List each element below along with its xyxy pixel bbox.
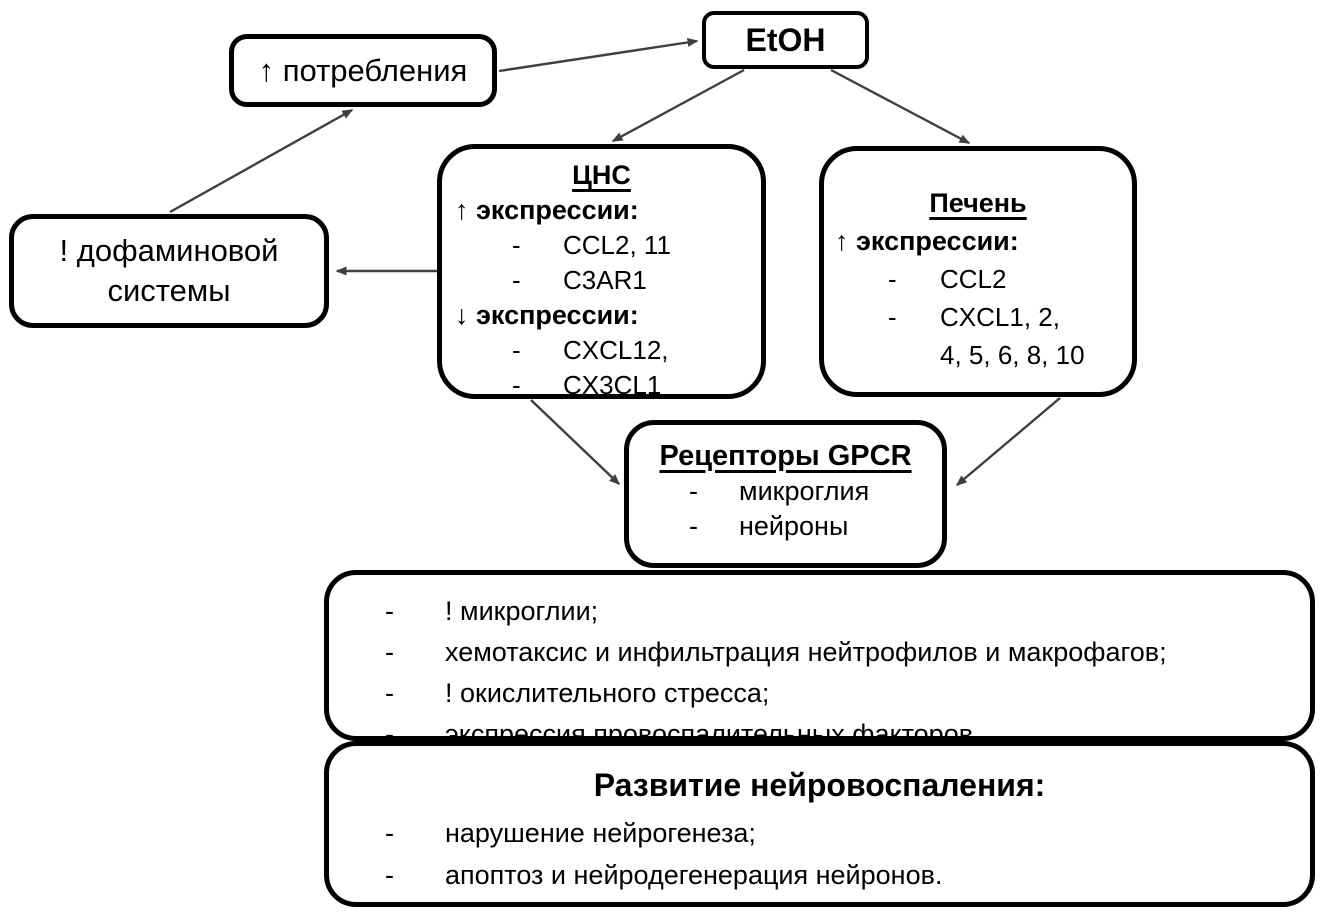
bullet-dash: - xyxy=(512,230,521,260)
cns-down-item-2: CX3CL1 xyxy=(563,370,662,400)
cns-up-expression-header: ↑ экспрессии: xyxy=(455,195,639,225)
arrow-cns-to-gpcr xyxy=(530,399,621,486)
list-item: - нарушение нейрогенеза; xyxy=(329,812,1310,854)
cns-down-item-1: CXCL12, xyxy=(563,335,669,365)
list-item: - CCL2 xyxy=(824,260,1132,298)
bullet-dash: - xyxy=(689,511,698,541)
node-liver-title: Печень xyxy=(929,188,1027,218)
node-cns-title: ЦНС xyxy=(572,160,631,190)
bullet-dash: - xyxy=(385,719,394,749)
list-item: - CX3CL1 xyxy=(442,368,761,403)
gpcr-item-2: нейроны xyxy=(739,511,849,541)
gpcr-item-1: микроглия xyxy=(739,476,870,506)
bullet-dash: - xyxy=(512,370,521,400)
list-item: - апоптоз и нейродегенерация нейронов. xyxy=(329,854,1310,896)
cns-up-item-1: CCL2, 11 xyxy=(563,230,671,260)
effects-item-1: ! микроглии; xyxy=(445,596,599,626)
node-consumption: ↑ потребления xyxy=(229,34,497,107)
bullet-dash: - xyxy=(512,265,521,295)
bullet-dash: - xyxy=(689,476,698,506)
bullet-dash: - xyxy=(385,637,394,667)
node-neuroinflammation: Развитие нейровоспаления: - нарушение не… xyxy=(324,741,1315,907)
node-dopamine-line1: ! дофаминовой xyxy=(59,233,279,268)
list-item: - нейроны xyxy=(629,509,942,544)
node-dopamine-system: ! дофаминовой системы xyxy=(9,214,329,328)
list-item: - микроглия xyxy=(629,474,942,509)
node-etoh-label: EtOH xyxy=(745,21,826,58)
node-consumption-label: ↑ потребления xyxy=(258,52,468,88)
list-item: - хемотаксис и инфильтрация нейтрофилов … xyxy=(329,632,1310,673)
list-item: - ! микроглии; xyxy=(329,591,1310,632)
bullet-dash: - xyxy=(385,678,394,708)
node-neuroinflammation-title: Развитие нейровоспаления: xyxy=(593,767,1046,803)
bullet-dash: - xyxy=(512,335,521,365)
list-item: - CXCL12, xyxy=(442,333,761,368)
list-item: - ! окислительного стресса; xyxy=(329,673,1310,714)
effects-item-2: хемотаксис и инфильтрация нейтрофилов и … xyxy=(445,637,1167,667)
liver-item-1: CCL2 xyxy=(940,264,1007,294)
bullet-dash: - xyxy=(888,302,897,332)
list-item: - CCL2, 11 xyxy=(442,228,761,263)
node-cns: ЦНС ↑ экспрессии: - CCL2, 11 - C3AR1 ↓ э… xyxy=(437,144,766,400)
bullet-dash: - xyxy=(385,596,394,626)
list-item: - C3AR1 xyxy=(442,263,761,298)
effects-item-3: ! окислительного стресса; xyxy=(445,678,770,708)
liver-item-2: CXCL1, 2, xyxy=(940,302,1060,332)
bullet-dash: - xyxy=(385,818,394,848)
arrow-consumption-to-etoh xyxy=(498,37,699,73)
neuro-item-2: апоптоз и нейродегенерация нейронов. xyxy=(445,860,943,890)
arrow-dopamine-to-consumption xyxy=(169,108,354,214)
cns-down-expression-header: ↓ экспрессии: xyxy=(455,300,639,330)
liver-item-2-continuation: 4, 5, 6, 8, 10 xyxy=(940,340,1085,370)
node-gpcr-title: Рецепторы GPCR xyxy=(659,440,912,472)
arrow-etoh-to-cns xyxy=(611,68,745,143)
node-liver: Печень ↑ экспрессии: - CCL2 - CXCL1, 2, … xyxy=(819,146,1137,397)
node-gpcr-receptors: Рецепторы GPCR - микроглия - нейроны xyxy=(624,420,947,568)
arrow-etoh-to-liver xyxy=(830,68,971,145)
node-etoh: EtOH xyxy=(702,11,869,69)
cns-up-item-2: C3AR1 xyxy=(563,265,647,295)
liver-up-expression-header: ↑ экспрессии: xyxy=(835,226,1019,256)
neuro-item-1: нарушение нейрогенеза; xyxy=(445,818,756,848)
node-effects: - ! микроглии; - хемотаксис и инфильтрац… xyxy=(324,570,1315,749)
list-item: - CXCL1, 2, xyxy=(824,298,1132,336)
bullet-dash: - xyxy=(888,264,897,294)
arrow-liver-to-gpcr xyxy=(955,397,1061,486)
node-dopamine-line2: системы xyxy=(107,273,231,308)
bullet-dash: - xyxy=(385,860,394,890)
